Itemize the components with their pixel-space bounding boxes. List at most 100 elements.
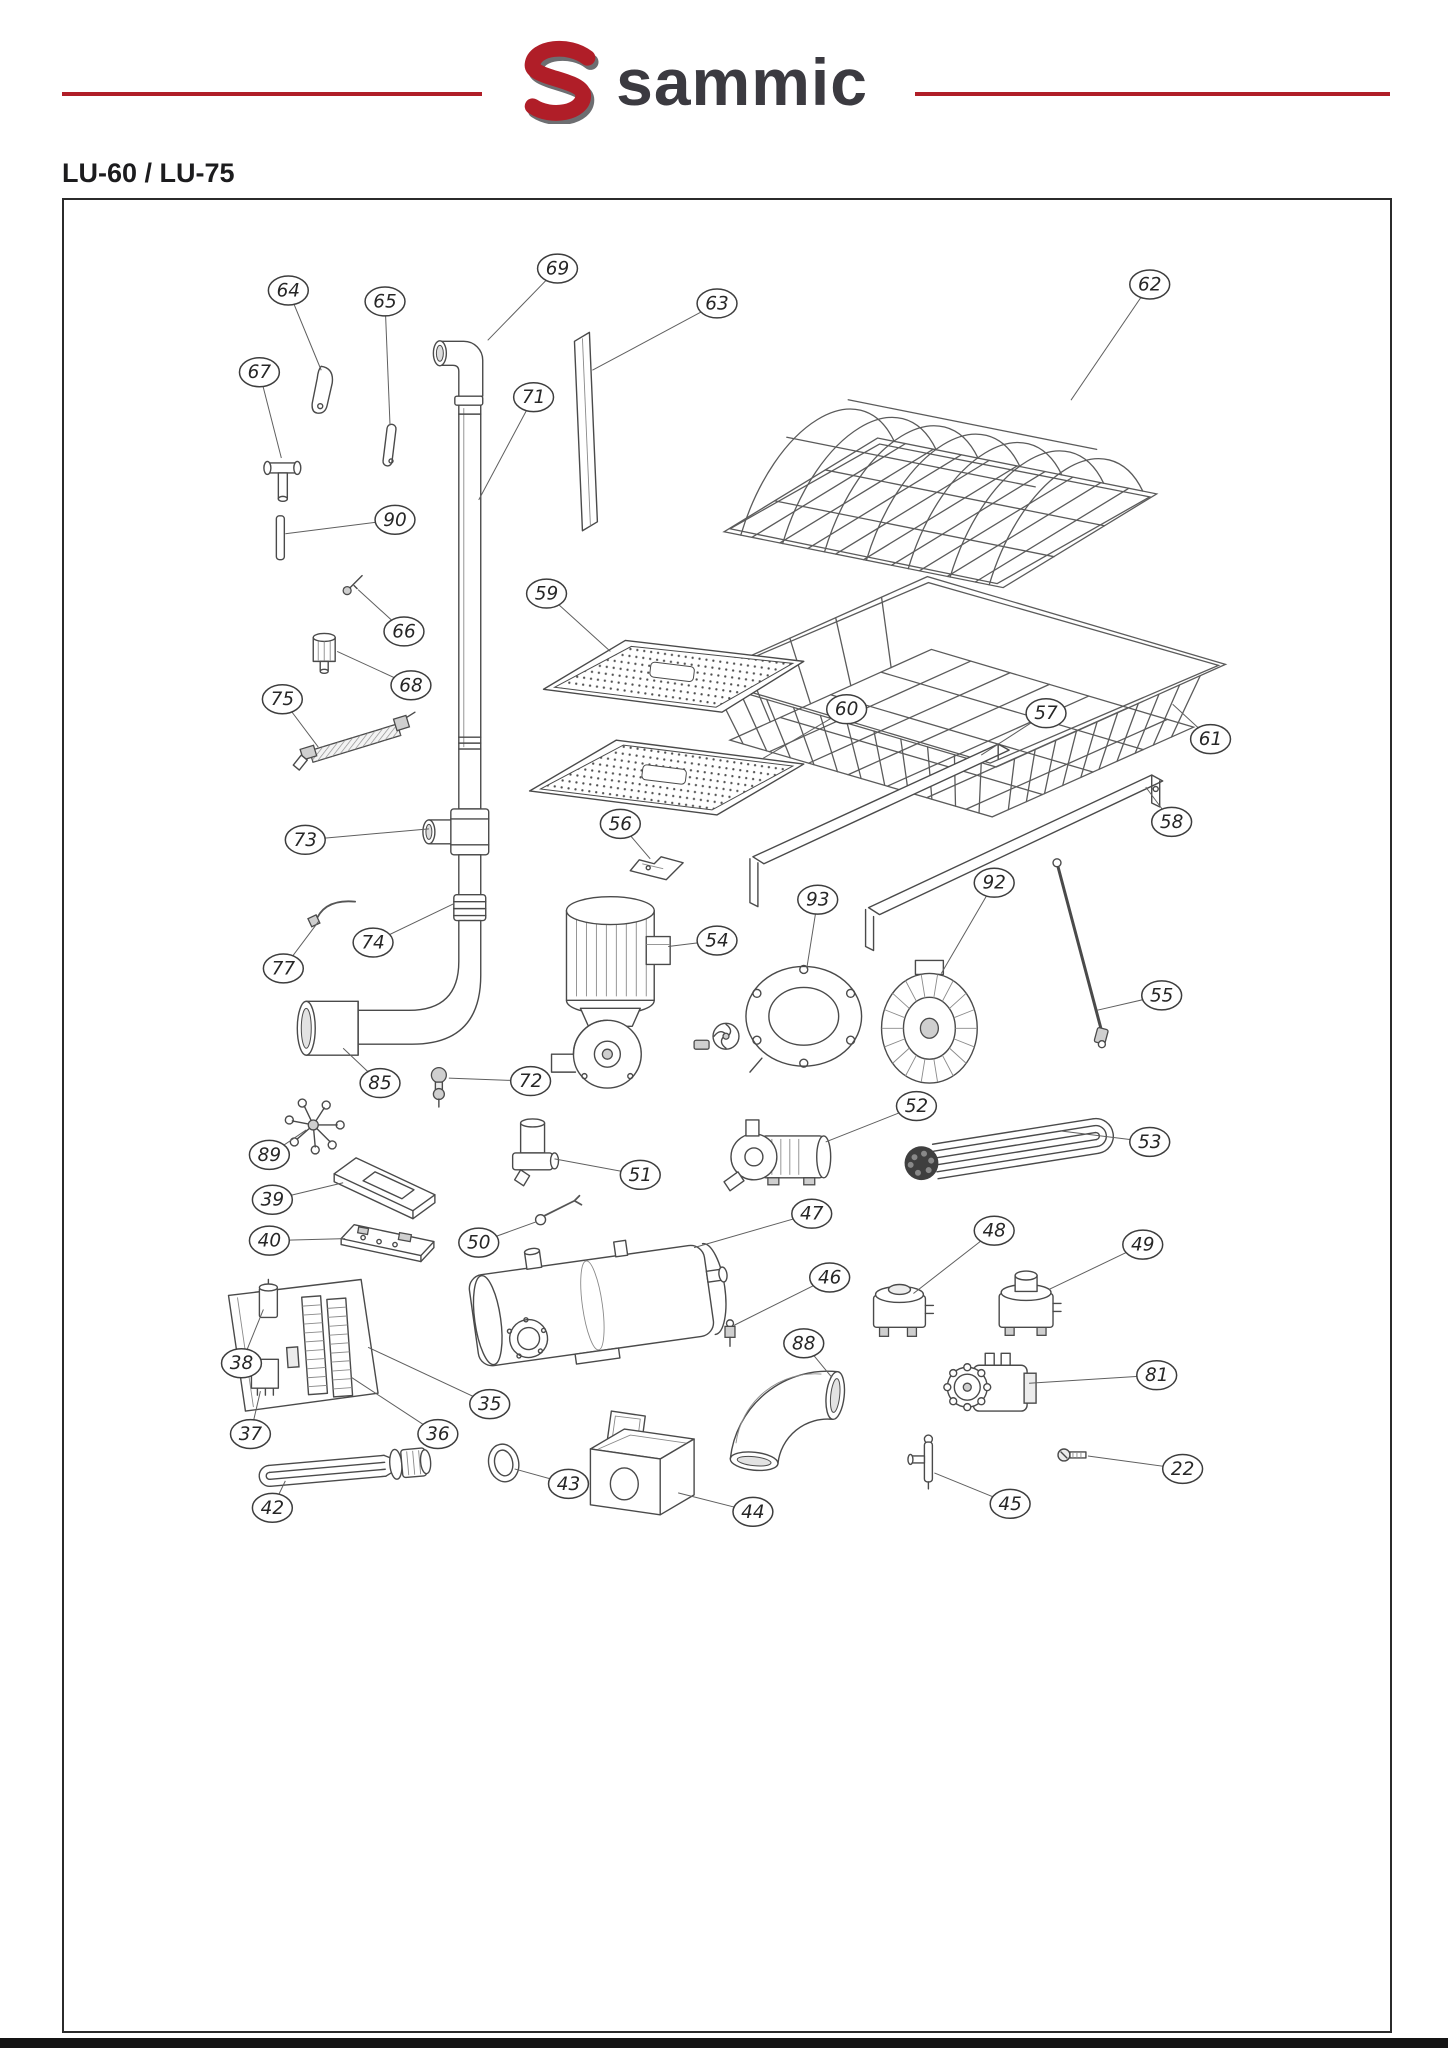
callout-number: 69	[546, 259, 569, 280]
brand-name: sammic	[616, 45, 868, 119]
callout-number: 43	[557, 1474, 580, 1495]
callout-number: 85	[368, 1073, 391, 1094]
callout-number: 44	[741, 1502, 764, 1523]
tie-rod-55	[1052, 858, 1109, 1049]
callout-number: 66	[392, 621, 415, 642]
callout-number: 47	[800, 1204, 824, 1225]
screw-66	[342, 574, 363, 596]
plug-68	[312, 632, 336, 675]
callout-52: 52	[825, 1090, 938, 1143]
callout-44: 44	[678, 1492, 774, 1528]
pin-65	[382, 423, 397, 467]
callout-50: 50	[458, 1221, 537, 1258]
callout-number: 71	[522, 387, 545, 408]
support-rail-57	[749, 743, 1010, 908]
callout-53: 53	[1060, 1126, 1171, 1158]
callout-48: 48	[913, 1215, 1015, 1294]
callout-93: 93	[797, 884, 839, 969]
screw-22	[1057, 1448, 1087, 1462]
vibration-mount-72	[430, 1066, 447, 1108]
callout-number: 42	[261, 1498, 284, 1519]
callout-54: 54	[668, 925, 738, 956]
callout-81: 81	[1029, 1360, 1178, 1391]
callout-number: 54	[705, 931, 728, 952]
callout-number: 93	[806, 890, 829, 911]
callout-47: 47	[693, 1198, 833, 1249]
callout-number: 74	[361, 933, 384, 954]
callout-number: 35	[478, 1394, 501, 1415]
callout-88: 88	[783, 1328, 833, 1378]
callout-number: 62	[1138, 274, 1161, 295]
boiler-47	[468, 1239, 728, 1367]
callout-number: 59	[535, 584, 558, 605]
callout-number: 49	[1131, 1235, 1154, 1256]
callout-number: 77	[272, 958, 296, 979]
callout-number: 52	[905, 1096, 928, 1117]
callout-number: 57	[1034, 703, 1058, 724]
callout-number: 40	[258, 1231, 281, 1252]
upper-rack	[722, 399, 1159, 589]
clip-64	[311, 365, 334, 414]
callout-number: 60	[835, 699, 858, 720]
probe-50	[534, 1194, 583, 1226]
callout-number: 64	[277, 280, 300, 301]
callout-22: 22	[1087, 1453, 1204, 1485]
callout-71: 71	[478, 381, 555, 501]
callout-72: 72	[448, 1065, 552, 1097]
sammic-s-icon	[524, 40, 599, 124]
sensor-46	[724, 1319, 736, 1348]
callout-number: 45	[998, 1494, 1021, 1515]
rinse-pump-52	[723, 1119, 832, 1192]
callout-number: 36	[426, 1424, 449, 1445]
standpipe-71	[458, 404, 482, 750]
exploded-diagram: 6465696362677190666859756057615856739293…	[220, 253, 1232, 1528]
callout-number: 65	[373, 291, 396, 312]
inlet-hose-75	[292, 711, 416, 771]
callout-number: 92	[982, 873, 1005, 894]
wash-motor-54	[550, 895, 671, 1089]
model-title: LU-60 / LU-75	[62, 158, 235, 188]
pressure-switch-48	[872, 1283, 935, 1337]
callout-64: 64	[267, 275, 322, 371]
callout-number: 72	[519, 1071, 542, 1092]
callout-number: 63	[705, 293, 728, 314]
support-rail-58	[864, 774, 1164, 952]
impeller-small	[693, 1022, 740, 1050]
bracket-39	[333, 1157, 436, 1220]
callout-number: 37	[239, 1424, 263, 1445]
callout-39: 39	[251, 1182, 344, 1215]
callout-92: 92	[940, 867, 1015, 974]
callout-90: 90	[285, 504, 416, 536]
coupling-74	[453, 893, 487, 922]
pcb-40	[340, 1223, 435, 1263]
callout-55: 55	[1096, 980, 1183, 1011]
callout-number: 22	[1171, 1459, 1194, 1480]
wire-77	[307, 900, 357, 928]
pump-flange-93	[745, 964, 863, 1073]
control-panel-35	[227, 1278, 379, 1412]
callout-number: 50	[467, 1233, 490, 1254]
callout-89: 89	[248, 1129, 307, 1171]
sheet-box-44	[589, 1410, 695, 1516]
scan-edge-strip	[0, 2038, 1448, 2048]
header-rule-right	[915, 92, 1390, 96]
fitting-45	[907, 1434, 934, 1490]
callout-61: 61	[1172, 703, 1232, 755]
flat-strip-63	[573, 331, 599, 532]
callout-77: 77	[262, 920, 320, 984]
callout-49: 49	[1048, 1229, 1164, 1290]
callout-58: 58	[1145, 786, 1193, 838]
callout-number: 46	[818, 1267, 841, 1288]
callout-number: 90	[383, 510, 406, 531]
callout-35: 35	[367, 1346, 511, 1420]
callout-number: 56	[609, 814, 632, 835]
callout-number: 73	[294, 830, 317, 851]
tee-fitting-73	[450, 808, 490, 856]
callout-69: 69	[487, 253, 579, 341]
callout-number: 75	[271, 689, 294, 710]
terminal-box	[645, 935, 671, 966]
heating-element-53	[904, 1117, 1114, 1181]
callout-number: 48	[982, 1221, 1005, 1242]
drain-elbow-88	[729, 1370, 846, 1472]
tee-fitting-67	[263, 460, 302, 503]
